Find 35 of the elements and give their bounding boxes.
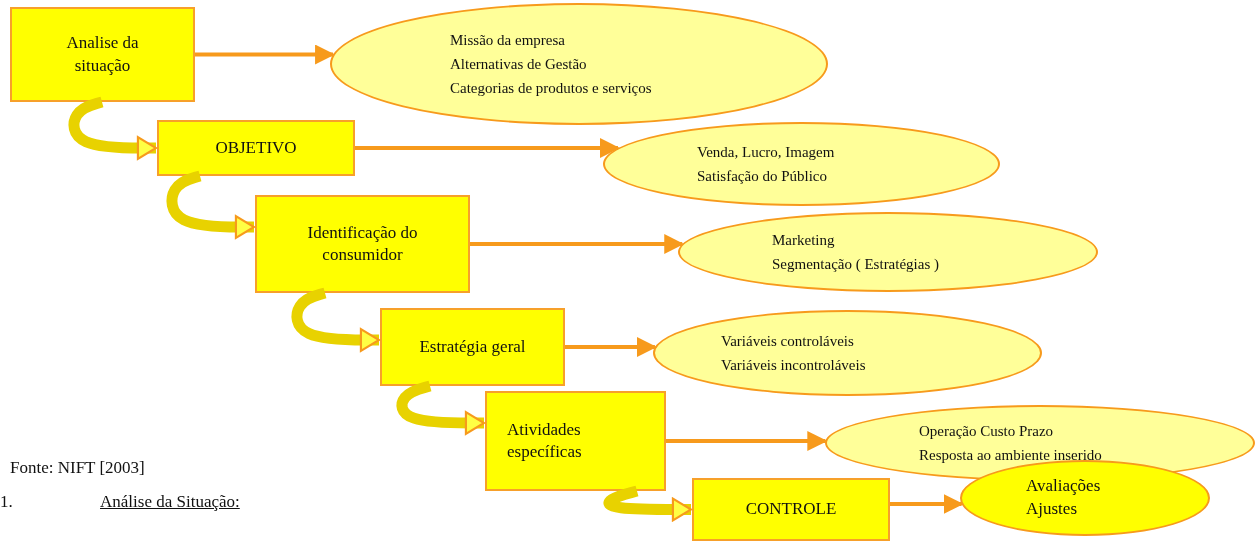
ellipse-text: Segmentação ( Estratégias )	[772, 255, 940, 274]
arrow	[195, 44, 336, 65]
box-label: CONTROLE	[745, 498, 837, 521]
box-label: Analise da situação	[65, 32, 140, 77]
process-box	[380, 308, 565, 386]
process-box	[692, 478, 890, 541]
ellipse-text: Variáveis controláveis	[721, 332, 855, 351]
arrow	[666, 431, 828, 451]
ellipse-text: Satisfação do Público	[697, 167, 828, 186]
ellipse-text: Variáveis incontroláveis	[721, 356, 867, 375]
section-heading: Análise da Situação:	[100, 492, 240, 512]
box-label: Atividades específicas	[507, 418, 583, 463]
ellipse-text: Missão da empresa	[450, 31, 566, 50]
list-number: 1.	[0, 492, 13, 512]
source-note: Fonte: NIFT [2003]	[10, 458, 145, 478]
ellipse-text: Categorias de produtos e serviços	[450, 79, 653, 98]
arrow	[890, 494, 964, 514]
process-box	[157, 120, 355, 176]
ellipse-text: Venda, Lucro, Imagem	[697, 143, 836, 162]
ellipse-text: Resposta ao ambiente inserido	[919, 446, 1103, 465]
ellipse-text: Avaliações	[1026, 475, 1102, 498]
arrow	[355, 138, 620, 158]
ellipse-text: Alternativas de Gestão	[450, 55, 588, 74]
box-label: Identificação do consumidor	[306, 221, 419, 266]
arrow	[470, 234, 685, 254]
box-label: OBJETIVO	[215, 136, 297, 159]
ellipse-text: Operação Custo Prazo	[919, 422, 1055, 441]
arrow	[565, 337, 657, 357]
process-box	[255, 195, 470, 293]
process-box	[485, 391, 666, 491]
curved-arrow	[603, 485, 693, 522]
process-box	[10, 7, 195, 102]
ellipse-text: Ajustes	[1026, 498, 1078, 520]
ellipse-text: Marketing	[772, 231, 836, 250]
box-label: Estratégia geral	[419, 335, 526, 358]
